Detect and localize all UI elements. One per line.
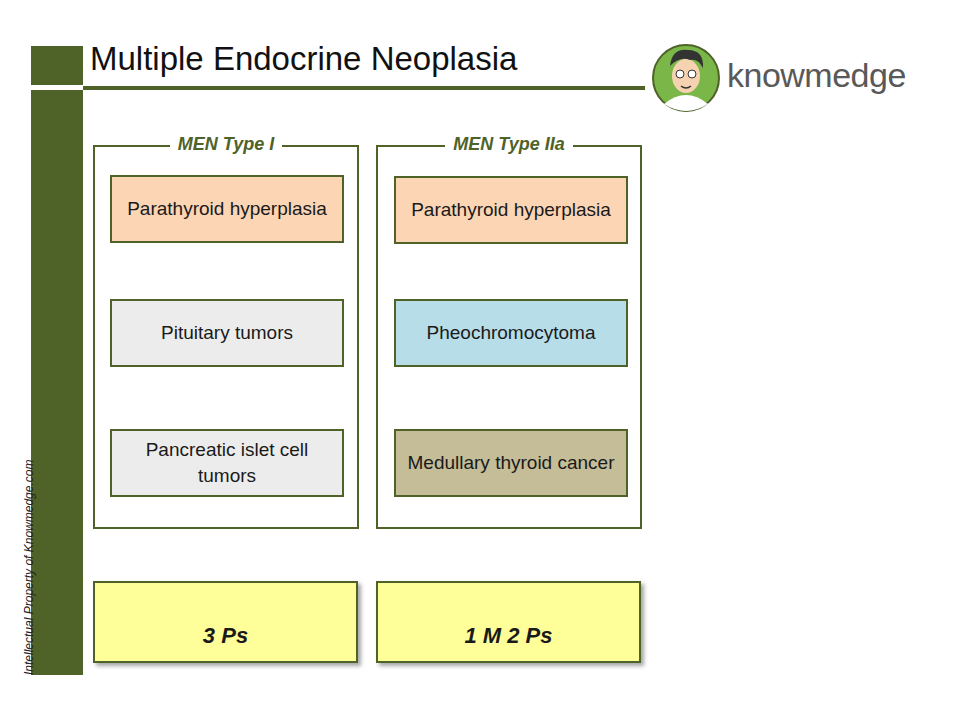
group-box: MEN Type IParathyroid hyperplasiaPituita… <box>93 145 359 529</box>
condition-box: Parathyroid hyperplasia <box>110 175 344 243</box>
logo-text: knowmedge <box>727 56 906 95</box>
box-text: Parathyroid hyperplasia <box>411 197 611 223</box>
watermark: Intellectual Property of Knowmedge.com <box>22 460 36 675</box>
summary-box: 3 Ps <box>93 581 358 663</box>
condition-box: Pheochromocytoma <box>394 299 628 367</box>
title-rule <box>83 86 645 90</box>
condition-box: Medullary thyroid cancer <box>394 429 628 497</box>
box-text: Parathyroid hyperplasia <box>127 196 327 222</box>
group-box: MEN Type IIaParathyroid hyperplasiaPheoc… <box>376 145 642 529</box>
logo-icon <box>653 45 719 111</box>
condition-box: Pituitary tumors <box>110 299 344 367</box>
box-text: Medullary thyroid cancer <box>408 450 615 476</box>
box-text: Pancreatic islet cell tumors <box>120 437 334 488</box>
group-heading: MEN Type IIa <box>378 134 640 155</box>
title: Multiple Endocrine Neoplasia <box>90 40 517 78</box>
group-heading-text: MEN Type I <box>170 134 282 154</box>
group-heading: MEN Type I <box>95 134 357 155</box>
box-text: Pheochromocytoma <box>427 320 596 346</box>
summary-box: 1 M 2 Ps <box>376 581 641 663</box>
condition-box: Pancreatic islet cell tumors <box>110 429 344 497</box>
box-text: 1 M 2 Ps <box>464 619 552 653</box>
side-bar <box>31 90 83 675</box>
condition-box: Parathyroid hyperplasia <box>394 176 628 244</box>
box-text: Pituitary tumors <box>161 320 293 346</box>
box-text: 3 Ps <box>203 619 248 653</box>
side-bar-cap <box>31 46 83 85</box>
group-heading-text: MEN Type IIa <box>445 134 572 154</box>
